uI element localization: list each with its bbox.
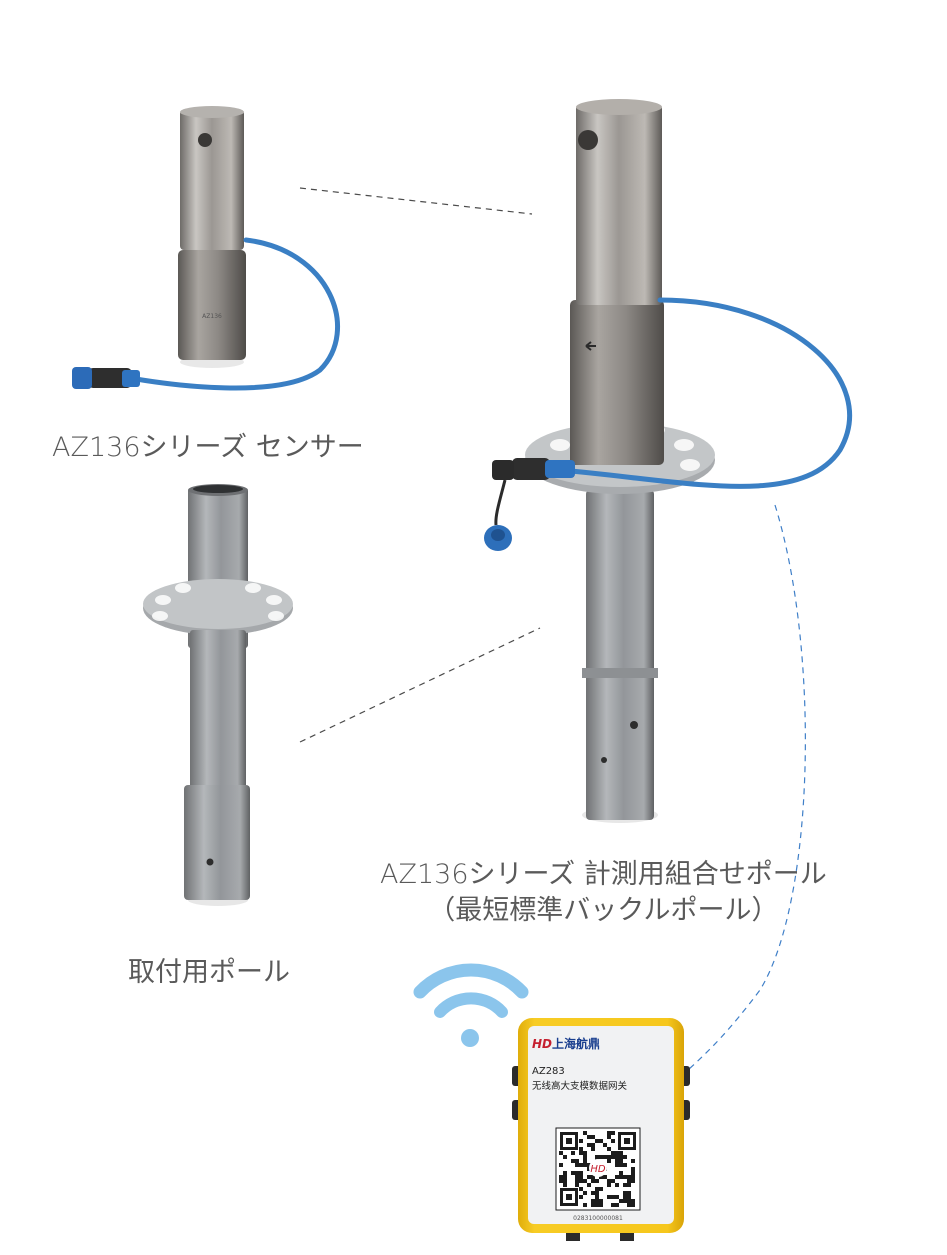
wifi-icon <box>413 963 529 1047</box>
qr-center-logo: HD <box>590 1164 606 1175</box>
assembly-label-line1: AZ136シリーズ 計測用組合せポール <box>380 859 827 890</box>
gateway-model: AZ283 <box>532 1066 565 1077</box>
connector-lines <box>299 187 806 1071</box>
mounting-pole-image <box>143 484 293 906</box>
qr-code-icon: HD <box>555 1127 641 1211</box>
assembly-label-line2: （最短標準バックルポール） <box>428 895 779 926</box>
assembly-pole-image <box>484 99 853 823</box>
gateway-serial: 0283100000081 <box>573 1215 623 1222</box>
svg-text:AZ136: AZ136 <box>202 313 222 320</box>
brand-logo-icon: HD <box>532 1037 552 1051</box>
sensor-label: AZ136シリーズ センサー <box>52 432 364 463</box>
gateway-description: 无线高大支模数据网关 <box>532 1080 628 1092</box>
sensor-image: AZ136 <box>72 106 340 391</box>
gateway-brand: 上海航鼎 <box>552 1036 600 1051</box>
assembly-label: AZ136シリーズ 計測用組合せポール （最短標準バックルポール） <box>380 857 827 929</box>
pole-label: 取付用ポール <box>128 957 290 988</box>
